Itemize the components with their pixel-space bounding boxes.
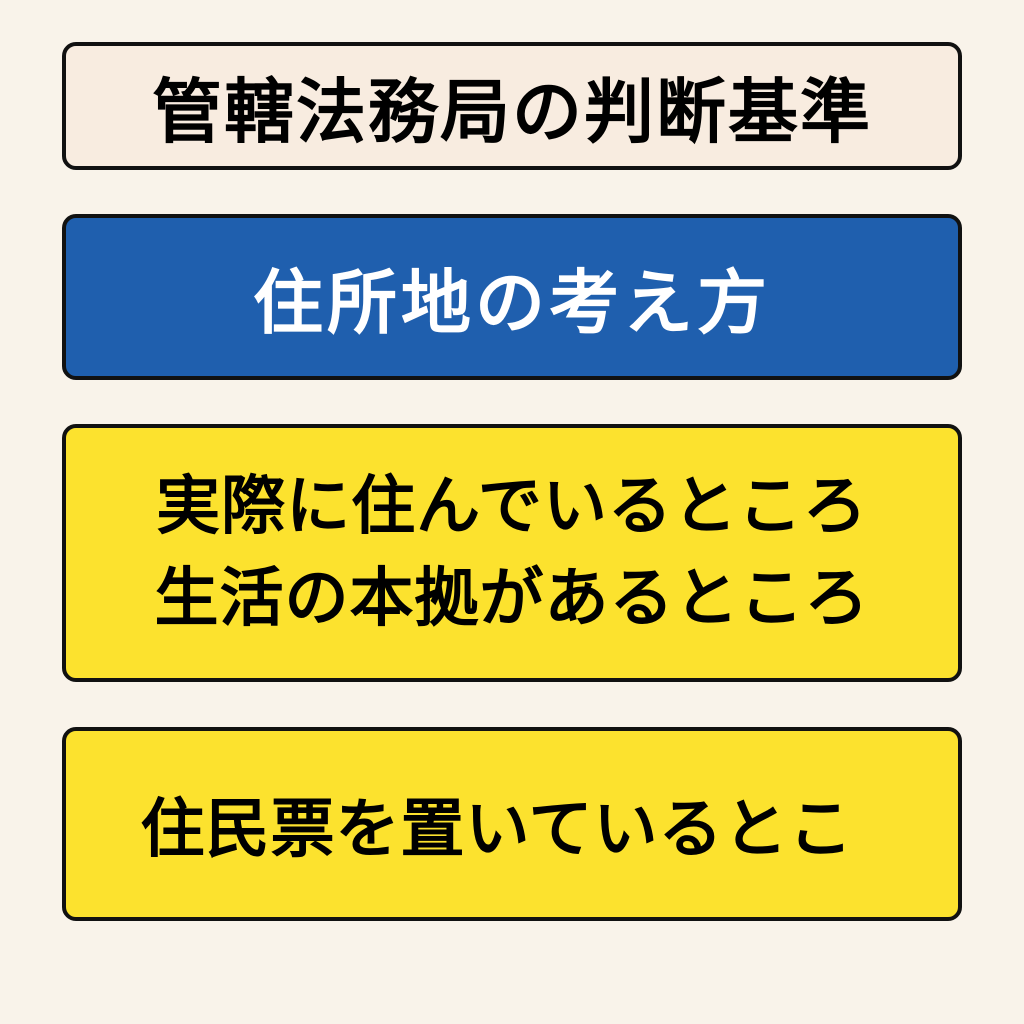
- subtitle-box: 住所地の考え方: [62, 214, 962, 380]
- subtitle-text: 住所地の考え方: [253, 261, 771, 344]
- title-text: 管轄法務局の判断基準: [152, 70, 872, 153]
- residence-registration-box: 住民票を置いているとこ: [62, 727, 962, 921]
- criteria-box: 実際に住んでいるところ 生活の本拠があるところ: [62, 424, 962, 682]
- criteria-line-1: 実際に住んでいるところ: [156, 470, 868, 544]
- title-box: 管轄法務局の判断基準: [62, 42, 962, 170]
- residence-registration-text: 住民票を置いているとこ: [140, 793, 854, 867]
- criteria-line-2: 生活の本拠があるところ: [154, 562, 870, 636]
